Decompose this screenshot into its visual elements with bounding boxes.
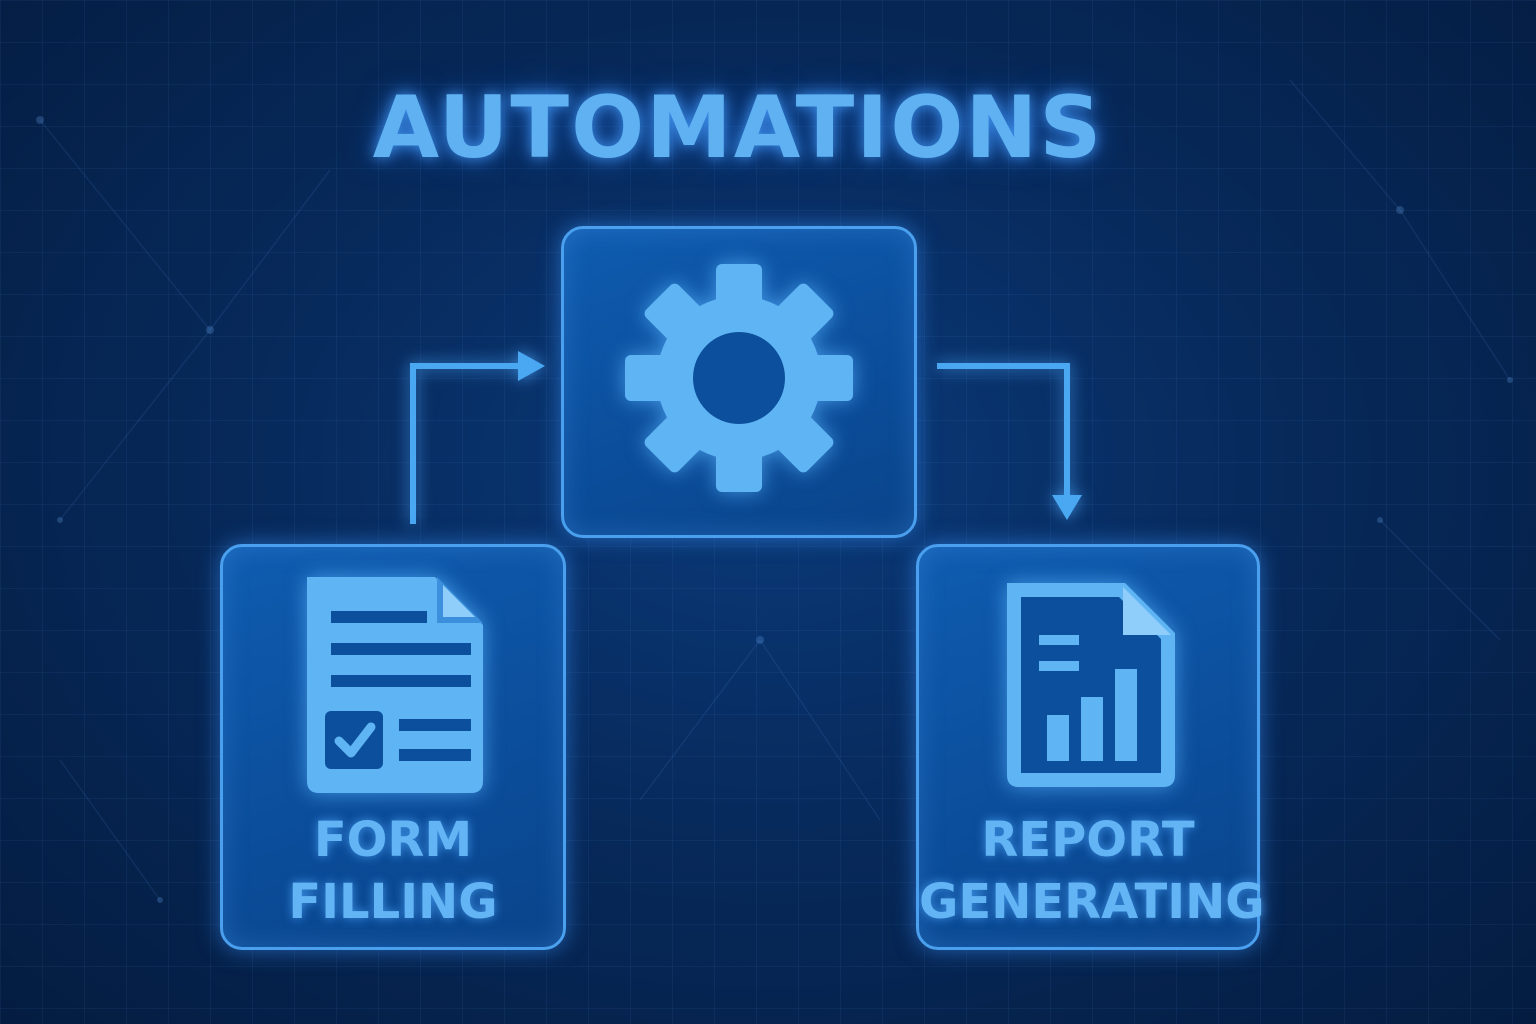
report-generating-node: REPORT GENERATING xyxy=(916,544,1265,950)
gear-icon xyxy=(625,264,853,492)
arrowhead-right xyxy=(518,351,545,381)
report-label-line-2: GENERATING xyxy=(919,874,1265,930)
form-filling-node: FORM FILLING xyxy=(220,544,566,950)
form-label-line-2: FILLING xyxy=(288,874,498,930)
report-chart-icon xyxy=(1007,583,1175,787)
report-generating-label: REPORT GENERATING xyxy=(919,809,1265,933)
form-checkbox-icon xyxy=(307,577,483,793)
form-label-line-1: FORM xyxy=(313,812,473,868)
report-label-line-1: REPORT xyxy=(981,812,1195,868)
arrowhead-down xyxy=(1052,495,1082,520)
diagram-title: AUTOMATIONS xyxy=(372,78,1104,178)
form-filling-label: FORM FILLING xyxy=(223,809,563,933)
process-node xyxy=(561,226,917,538)
